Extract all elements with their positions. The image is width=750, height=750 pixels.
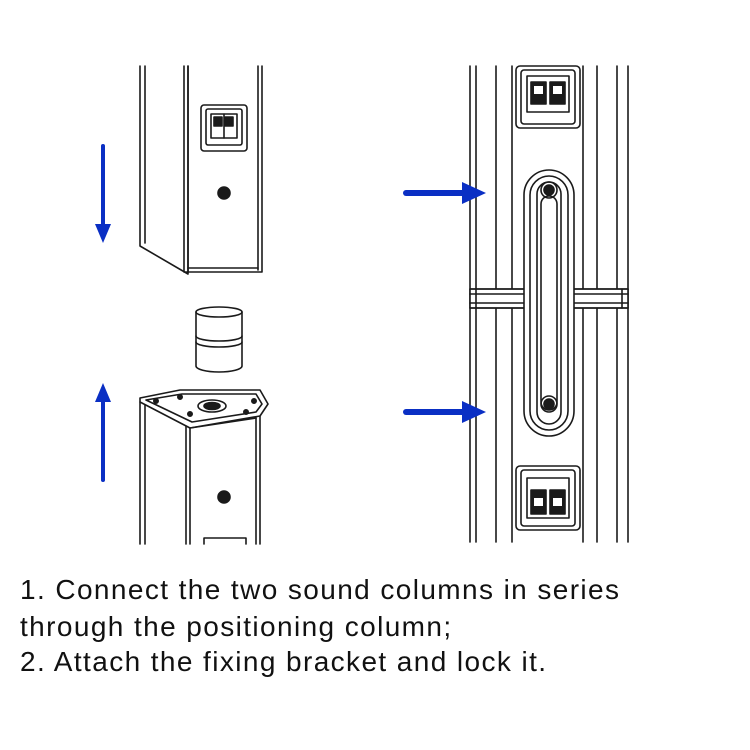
- terminal-connector-upper: [515, 65, 581, 129]
- installation-illustration: [95, 65, 629, 545]
- terminal-connector-lower: [515, 465, 581, 531]
- upper-speaker-column: [139, 65, 263, 275]
- lower-speaker-column: [139, 389, 269, 545]
- fixing-bracket: [523, 169, 575, 437]
- mount-screw-icon: [217, 186, 231, 200]
- instruction-line-3: 2. Attach the fixing bracket and lock it…: [20, 646, 548, 677]
- terminal-connector-top: [200, 104, 248, 152]
- arrow-right-icon: [403, 401, 486, 423]
- arrow-down-icon: [95, 144, 111, 243]
- positioning-column: [195, 306, 243, 373]
- mount-screw-icon: [217, 490, 231, 504]
- instruction-line-1: 1. Connect the two sound columns in seri…: [20, 574, 621, 605]
- arrow-right-icon: [403, 182, 486, 204]
- mounted-columns: [469, 65, 629, 543]
- arrow-up-icon: [95, 383, 111, 482]
- instruction-line-2: through the positioning column;: [20, 611, 453, 642]
